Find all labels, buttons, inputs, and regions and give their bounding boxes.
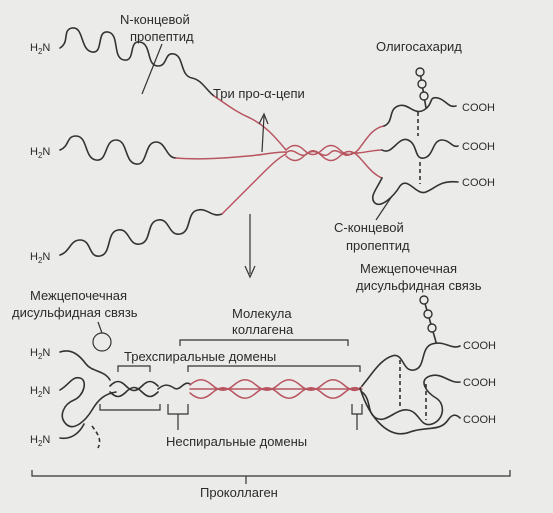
n-propeptide-globule (59, 350, 111, 381)
oligosaccharide-beads (419, 295, 437, 343)
disulfide-right-label: дисульфидная связь (356, 278, 482, 293)
n-terminus-label: H2N (30, 146, 50, 160)
process-arrow-head (244, 265, 256, 279)
n-terminus-label: H2N (30, 385, 50, 399)
disulfide-bond-dashes (91, 425, 101, 449)
triple-helix-domains-label: Трехспиральные домены (124, 349, 276, 364)
leader-line (141, 43, 163, 95)
n-terminus-label: H2N (30, 251, 50, 265)
c-terminus-label: COOH (462, 141, 495, 153)
c-terminus-label: COOH (462, 177, 495, 189)
c-propeptide-label: С-концевой (334, 220, 404, 235)
pro-alpha-chain (357, 149, 383, 154)
procollagen-bracket (31, 470, 511, 477)
n-terminus-label: H2N (30, 434, 50, 448)
pro-alpha-chain (221, 153, 287, 215)
n-terminal-helix (157, 382, 191, 390)
triple-helix-strand (285, 150, 359, 156)
pro-alpha-chain (175, 151, 287, 160)
leader-line (97, 321, 103, 334)
nonhelical-bracket (167, 404, 189, 415)
leader-arrow (261, 115, 265, 153)
collagen-molecule-label: Молекула (232, 306, 292, 321)
c-terminus-label: COOH (463, 414, 496, 426)
c-propeptide-label: пропептид (346, 238, 410, 253)
triple-helix-strand (285, 144, 359, 156)
n-terminus-label: H2N (30, 42, 50, 56)
helix-domain-bracket (187, 365, 361, 372)
n-propeptide-chain (59, 208, 223, 257)
c-propeptide-globule (361, 374, 461, 426)
n-propeptide-globule (59, 376, 117, 428)
c-terminus-label: COOH (463, 340, 496, 352)
c-propeptide-chain (381, 138, 459, 159)
n-propeptide-label: пропептид (130, 29, 194, 44)
oligosaccharide-label: Олигосахарид (376, 39, 462, 54)
three-chains-label: Три про-α-цепи (213, 86, 305, 101)
n-propeptide-chain (59, 135, 177, 165)
triple-helix-strand (285, 150, 359, 162)
pro-alpha-chain (213, 95, 287, 151)
c-propeptide-chain (383, 96, 457, 127)
c-propeptide-globule (359, 387, 461, 435)
oligosaccharide-beads (415, 67, 429, 109)
procollagen-label: Проколлаген (200, 485, 278, 500)
c-terminus-label: COOH (462, 102, 495, 114)
pro-alpha-chain (357, 155, 383, 179)
helix-domain-bracket (117, 365, 151, 372)
nonhelical-bracket (99, 404, 161, 411)
leader-line (375, 195, 393, 221)
n-terminal-helix (109, 380, 159, 392)
pro-alpha-chain (357, 125, 385, 151)
n-propeptide-chain (59, 27, 215, 97)
arrow-head (258, 112, 269, 125)
nonhelical-bracket (351, 404, 363, 415)
disulfide-left-label: дисульфидная связь (12, 305, 138, 320)
c-terminus-label: COOH (463, 377, 496, 389)
n-propeptide-globule (59, 423, 85, 440)
collagen-triple-helix (189, 379, 363, 399)
c-propeptide-globule (361, 342, 461, 387)
disulfide-left-label: Межцепочечная (30, 288, 127, 303)
disulfide-right-label: Межцепочечная (360, 261, 457, 276)
n-terminus-label: H2N (30, 347, 50, 361)
n-propeptide-label: N-концевой (120, 12, 190, 27)
c-propeptide-chain (371, 177, 459, 206)
nonhelical-domains-label: Неспиральные домены (166, 434, 307, 449)
collagen-molecule-label: коллагена (232, 322, 294, 337)
n-terminal-helix (109, 386, 159, 398)
disulfide-marker-circle (92, 332, 112, 352)
collagen-molecule-bracket (179, 339, 349, 346)
